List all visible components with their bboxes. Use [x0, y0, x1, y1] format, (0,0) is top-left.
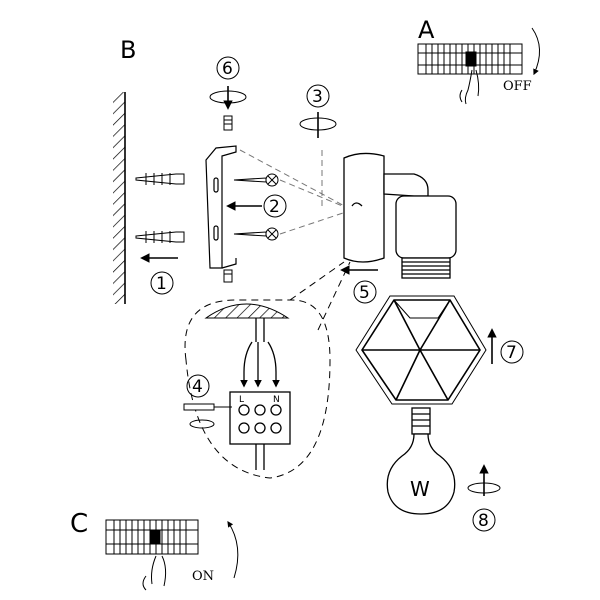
section-a-label: A: [418, 16, 435, 44]
wall-plug-top: [135, 173, 185, 185]
wall-plug-bottom: [135, 231, 185, 243]
mounting-bracket: [205, 145, 237, 269]
step-5-number: 5: [359, 283, 370, 303]
step-1-number: 1: [156, 274, 167, 294]
screw-top: [233, 173, 279, 187]
screw-bottom: [233, 227, 279, 241]
section-c-label: C: [70, 509, 88, 539]
wall: [113, 92, 126, 304]
step-4-circle: [186, 374, 210, 398]
ceiling-section: [204, 303, 290, 319]
step-3-number: 3: [312, 87, 323, 107]
step-6-number: 6: [222, 59, 233, 79]
rotate-icon-step4: [189, 419, 215, 429]
wiring-detail-outline: [184, 261, 351, 479]
step-2-circle: [263, 194, 287, 218]
breaker-panel-on: [105, 519, 239, 591]
lamp-holder: [395, 195, 457, 279]
step-8-circle: [472, 508, 496, 532]
off-label: OFF: [503, 79, 532, 94]
terminal-label-n: N: [273, 395, 280, 405]
lamp-base-plate: [343, 152, 429, 263]
alignment-guides: [239, 149, 353, 235]
step-3-circle: [306, 84, 330, 108]
light-bulb: [386, 407, 456, 515]
terminal-label-l: L: [239, 395, 244, 405]
step-8-number: 8: [478, 511, 489, 531]
supply-cable: [240, 318, 280, 388]
geometric-shade: [355, 295, 487, 405]
section-b-label: B: [120, 36, 136, 64]
terminal-block: [229, 391, 291, 470]
on-label: ON: [192, 569, 214, 584]
step-5-circle: [353, 280, 377, 304]
bulb-wattage-label: W: [410, 477, 430, 501]
step-1-circle: [150, 271, 174, 295]
screwdriver-icon: [183, 403, 232, 411]
grub-screw-bottom: [223, 269, 233, 283]
breaker-panel-off: [417, 27, 540, 105]
grub-screw-top: [223, 115, 233, 131]
step-6-circle: [216, 56, 240, 80]
step-7-number: 7: [506, 343, 517, 363]
step-7-circle: [500, 340, 524, 364]
step-4-number: 4: [192, 377, 203, 397]
step-2-number: 2: [269, 197, 280, 217]
